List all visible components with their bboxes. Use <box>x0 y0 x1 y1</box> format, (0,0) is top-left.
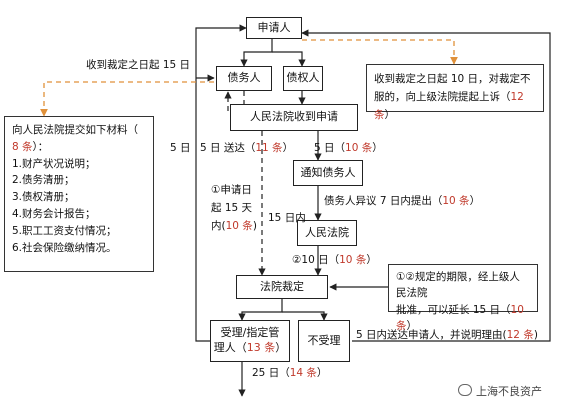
node-notify-debtor: 通知债务人 <box>293 160 363 186</box>
edge-ruling-reject <box>282 311 328 321</box>
label-apply-l3: 内(10 条) <box>211 218 257 236</box>
node-court: 人民法院 <box>297 220 357 246</box>
materials-item: 1.财产状况说明； <box>12 157 96 170</box>
label-objection-end: ） <box>469 195 481 207</box>
label-25-ref: 14 条 <box>289 367 317 379</box>
label-apply-ref: 10 条 <box>225 219 253 232</box>
label-5day10-ref: 10 条 <box>345 142 373 154</box>
label-objection-ref: 10 条 <box>442 195 470 207</box>
appeal-line2: 服的，向上级法院提起上诉（12 条） <box>374 89 536 125</box>
label-five-day-send: 5 日 <box>170 141 191 155</box>
materials-item: 5.职工工资支付情况； <box>12 224 117 237</box>
label-ten-day-text: ②10 日（ <box>292 254 340 266</box>
label-15-within: 15 日内 <box>268 212 306 224</box>
node-reject: 不受理 <box>298 320 350 362</box>
label-25-text: 25 日（ <box>252 367 290 379</box>
materials-item: 3.债权清册； <box>12 191 75 204</box>
label-send-end: ） <box>282 142 294 154</box>
materials-item: 4.财务会计报告； <box>12 207 96 220</box>
accept-line2: 理人（13 条） <box>214 341 287 356</box>
materials-ref: 8 条 <box>12 140 33 153</box>
node-creditor: 债权人 <box>283 66 323 91</box>
node-debtor: 债务人 <box>216 66 272 91</box>
label-ruling-15days: 收到裁定之日起 15 日 <box>86 59 191 71</box>
accept-ref: 13 条 <box>246 341 276 354</box>
label-25-days: 25 日（14 条） <box>252 366 327 380</box>
label-reject-notice-end: ) <box>533 329 538 341</box>
label-5day10-text: 5 日（ <box>314 142 346 154</box>
node-applicant: 申请人 <box>246 17 302 39</box>
materials-title-text: 向人民法院提交如下材料（ <box>12 124 138 136</box>
materials-ref-suffix: ）： <box>32 140 49 153</box>
label-ten-day: ②10 日（10 条） <box>292 253 377 267</box>
label-5day10-end: ） <box>372 142 383 154</box>
edge-reject-applicant <box>301 29 551 342</box>
extension-ref: 10 条 <box>396 303 524 332</box>
label-apply-l1: ①申请日 <box>211 184 252 196</box>
label-apply-15days: ①申请日 起 15 天 内(10 条) <box>211 182 257 236</box>
label-ten-day-end: ） <box>366 254 377 266</box>
label-five-day-10: 5 日（10 条） <box>314 141 383 155</box>
label-apply-l2: 起 15 天 <box>211 201 253 214</box>
extension-line2-end: ） <box>406 319 418 332</box>
label-ten-day-ref: 10 条 <box>339 254 367 266</box>
appeal-panel: 收到裁定之日起 10 日，对裁定不 服的，向上级法院提起上诉（12 条） <box>366 64 544 121</box>
label-send-text: 5 日 送达（ <box>200 142 256 154</box>
edge-accept-applicant <box>195 24 247 342</box>
label-apply-l3-end: ) <box>252 219 257 232</box>
extension-line2: 批准，可以延长 15 日（10 条） <box>396 302 530 335</box>
node-court-receive: 人民法院收到申请 <box>230 104 358 131</box>
label-reject-notice-ref: 12 条 <box>506 329 534 341</box>
label-reject-notice: 5 日内送达申请人，并说明理由(12 条) <box>356 328 538 342</box>
wechat-icon <box>458 384 472 396</box>
edge-ruling-accept <box>238 299 283 321</box>
label-apply-l3-text: 内( <box>211 219 226 232</box>
appeal-line2-text: 服的，向上级法院提起上诉（ <box>374 90 511 103</box>
materials-ref-line: 8 条）： <box>12 139 146 156</box>
extension-line2-text: 批准，可以延长 15 日（ <box>396 303 511 316</box>
materials-title: 向人民法院提交如下材料（ <box>12 122 146 139</box>
label-objection: 债务人异议 7 日内提出（10 条） <box>324 194 480 208</box>
label-send-ref: 11 条 <box>255 142 283 154</box>
label-send: 5 日 送达（11 条） <box>200 141 293 155</box>
accept-suffix: ） <box>275 341 287 354</box>
label-objection-text: 债务人异议 7 日内提出（ <box>324 195 443 207</box>
appeal-line1: 收到裁定之日起 10 日，对裁定不 <box>374 73 531 85</box>
node-ruling: 法院裁定 <box>236 275 328 299</box>
accept-line2-text: 理人（ <box>213 341 247 354</box>
materials-item: 6.社会保险缴纳情况。 <box>12 241 117 254</box>
edge-debtor-materials <box>40 81 214 117</box>
label-reject-notice-text: 5 日内送达申请人，并说明理由( <box>356 329 507 341</box>
extension-line1: ①②规定的期限，经上级人民法院 <box>396 271 520 300</box>
appeal-line2-end: ） <box>384 108 396 121</box>
materials-item: 2.债务清册； <box>12 174 75 187</box>
appeal-ref: 12 条 <box>374 90 524 121</box>
edge-applicant-appeal <box>302 39 458 65</box>
label-25-end: ） <box>316 367 328 379</box>
label-left-5day: 5 日 <box>170 142 191 154</box>
edge-applicant-creditor <box>272 51 306 67</box>
accept-line1: 受理/指定管 <box>220 326 280 340</box>
node-accept: 受理/指定管 理人（13 条） <box>210 320 290 362</box>
watermark: 上海不良资产 <box>458 383 542 399</box>
materials-panel: 向人民法院提交如下材料（ 8 条）： 1.财产状况说明； 2.债务清册； 3.债… <box>4 116 154 272</box>
watermark-text: 上海不良资产 <box>476 385 542 398</box>
extension-panel: ①②规定的期限，经上级人民法院 批准，可以延长 15 日（10 条） <box>388 264 538 332</box>
edge-applicant-debtor <box>240 39 273 67</box>
